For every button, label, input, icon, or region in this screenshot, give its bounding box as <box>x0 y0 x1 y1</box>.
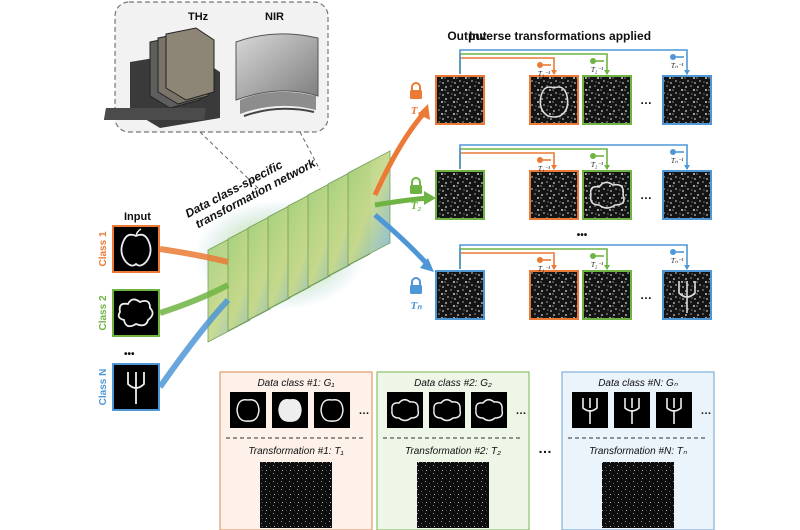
input-classN-image <box>112 363 160 411</box>
key-icon <box>670 249 684 255</box>
panel-ellipsis: … <box>516 405 527 417</box>
panel-transform-label: Transformation #N: Tₙ <box>589 446 688 457</box>
class-sample-image <box>230 392 266 428</box>
nir-label: NIR <box>265 11 284 23</box>
panel-between-ellipsis: … <box>538 440 552 456</box>
panel-transform-label: Transformation #2: T₂ <box>405 446 501 457</box>
output-image <box>435 270 485 320</box>
key-icon <box>670 149 684 155</box>
inverse-image <box>582 270 632 320</box>
input-class1-image <box>112 225 160 273</box>
transformation-pattern-image <box>602 462 674 528</box>
inverse-keys: T₁⁻¹ T₂⁻¹ Tₙ⁻¹ <box>459 144 690 173</box>
output-row: Tₙ … T₁⁻¹ T₂⁻¹ Tₙ⁻¹ <box>410 244 712 320</box>
input-class2-image <box>112 289 160 337</box>
output-title: Output <box>447 29 486 43</box>
class-sample-image <box>614 392 650 428</box>
recovered-image <box>582 170 632 220</box>
inverse-keys: T₁⁻¹ T₂⁻¹ Tₙ⁻¹ <box>459 244 690 273</box>
key-label: Tₙ⁻¹ <box>671 257 683 265</box>
input-title: Input <box>124 211 151 223</box>
inverse-title: Inverse transformations applied <box>469 29 651 43</box>
output-image <box>435 75 485 125</box>
key-label: T₁⁻¹ <box>538 70 550 78</box>
key-icon <box>670 54 684 60</box>
inverse-keys: T₁⁻¹ T₂⁻¹ Tₙ⁻¹ <box>459 49 690 78</box>
row-ellipsis: … <box>640 93 652 107</box>
class-panel: Data class #N: Gₙ … Transformation #N: Tₙ <box>561 371 715 530</box>
key-label: T₂⁻¹ <box>591 66 603 74</box>
recovered-image <box>662 270 712 320</box>
class-sample-image <box>471 392 507 428</box>
class-panel: Data class #1: G₁ … Transformation #1: T₁ <box>219 371 373 530</box>
nir-device-illustration <box>235 33 319 117</box>
key-label: T₂⁻¹ <box>591 161 603 169</box>
key-icon <box>537 62 551 68</box>
output-image <box>435 170 485 220</box>
key-label: T₂⁻¹ <box>591 261 603 269</box>
output-arrow-classN <box>373 213 430 267</box>
network-layer <box>347 150 391 266</box>
lock-icon <box>410 277 422 294</box>
input-flow-class1 <box>159 246 229 265</box>
lock-icon <box>410 177 422 194</box>
class-sample-image <box>656 392 692 428</box>
transform-label: Tₙ <box>410 300 422 312</box>
transform-label: T₂ <box>411 200 422 212</box>
input-flow-class2 <box>159 282 230 316</box>
panel-ellipsis: … <box>359 405 370 417</box>
row-ellipsis: … <box>640 188 652 202</box>
class-sample-image <box>429 392 465 428</box>
key-label: T₁⁻¹ <box>538 265 550 273</box>
row-ellipsis: … <box>640 288 652 302</box>
key-label: Tₙ⁻¹ <box>671 62 683 70</box>
class-panel: Data class #2: G₂ … Transformation #2: T₂ <box>376 371 530 530</box>
output-arrow-class1 <box>372 110 427 197</box>
class-sample-image <box>387 392 423 428</box>
class1-label: Class 1 <box>98 231 109 266</box>
key-icon <box>590 153 604 159</box>
output-grid: T₁ … T₁⁻¹ T₂⁻¹ Tₙ⁻¹ T₂ … T₁⁻¹ T₂⁻¹ Tₙ⁻¹ Tₙ … T₁⁻¹ T₂⁻… <box>410 49 712 320</box>
transformation-pattern-image <box>260 462 332 528</box>
panel-ellipsis: … <box>701 405 712 417</box>
thz-device-illustration <box>103 27 220 128</box>
thz-label: THz <box>188 11 209 23</box>
panel-transform-label: Transformation #1: T₁ <box>248 446 343 457</box>
inverse-image <box>662 170 712 220</box>
class-sample-image <box>572 392 608 428</box>
transformation-pattern-image <box>417 462 489 528</box>
key-icon <box>537 257 551 263</box>
transformation-network <box>195 150 391 343</box>
input-ellipsis: ••• <box>124 349 135 360</box>
output-row: T₂ … T₁⁻¹ T₂⁻¹ Tₙ⁻¹ <box>410 144 712 220</box>
inverse-image <box>582 75 632 125</box>
class-sample-image <box>272 392 308 428</box>
key-icon <box>537 157 551 163</box>
key-icon <box>590 253 604 259</box>
key-label: Tₙ⁻¹ <box>671 157 683 165</box>
inverse-image <box>529 270 579 320</box>
lock-icon <box>410 82 422 99</box>
input-flow-classN <box>157 297 231 389</box>
inverse-image <box>662 75 712 125</box>
recovered-image <box>529 75 579 125</box>
hardware-box: THz NIR <box>103 1 329 133</box>
hardware-connector-right <box>299 131 321 171</box>
output-row: T₁ … T₁⁻¹ T₂⁻¹ Tₙ⁻¹ <box>410 49 712 125</box>
inverse-image <box>529 170 579 220</box>
transform-label: T₁ <box>411 105 422 117</box>
panel-class-label: Data class #N: Gₙ <box>598 378 679 389</box>
class-panels: Data class #1: G₁…Transformation #1: T₁D… <box>219 371 715 530</box>
key-icon <box>590 58 604 64</box>
panel-class-label: Data class #1: G₁ <box>257 378 334 389</box>
class2-label: Class 2 <box>98 295 109 330</box>
output-row-ellipsis: ••• <box>577 230 588 241</box>
class-sample-image <box>314 392 350 428</box>
panel-class-label: Data class #2: G₂ <box>414 378 492 389</box>
classN-label: Class N <box>98 369 109 406</box>
key-label: T₁⁻¹ <box>538 165 550 173</box>
